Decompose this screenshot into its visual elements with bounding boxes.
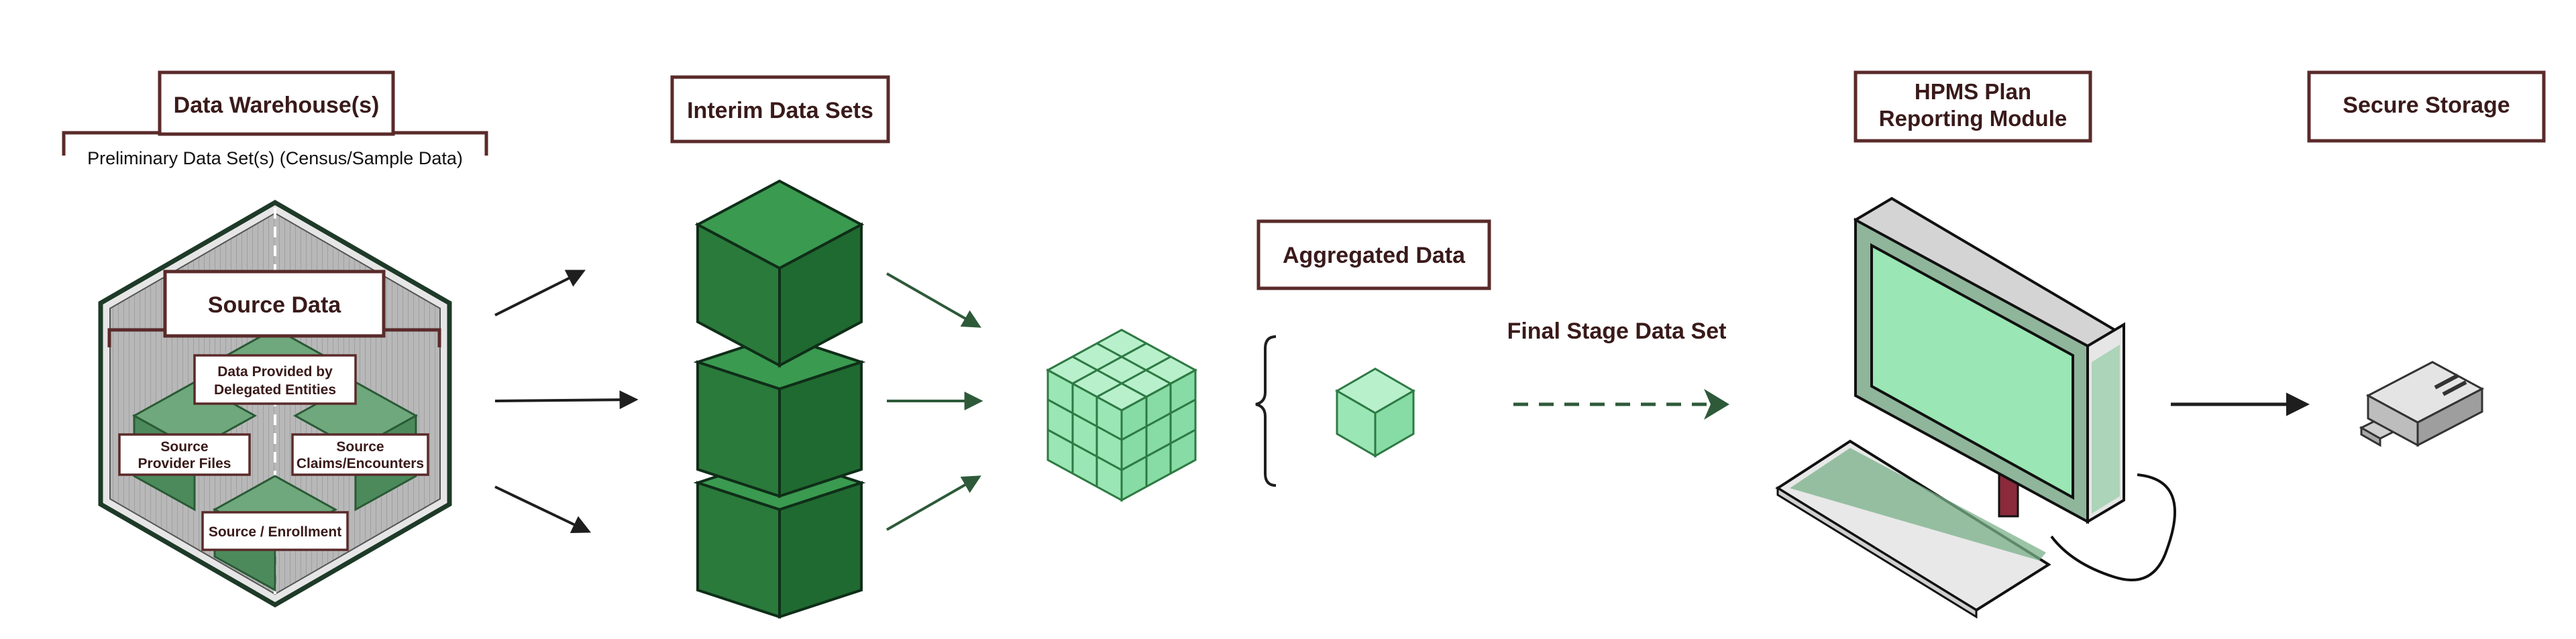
arrow-interim-bottom xyxy=(886,475,981,531)
secure-storage-group: Secure Storage xyxy=(2307,70,2546,447)
enrollment-label: Source / Enrollment xyxy=(209,524,341,540)
interim-data-sets-group: Interim Data Sets xyxy=(670,75,890,619)
secure-storage-box xyxy=(2307,70,2546,143)
final-stage-arrowhead xyxy=(1704,389,1729,420)
data-warehouse-group: Data Warehouse(s) Preliminary Data Set(s… xyxy=(62,70,488,608)
final-stage-label: Final Stage Data Set xyxy=(1507,318,1727,344)
aggregated-cube-stack xyxy=(1045,329,1198,502)
interim-cube-top xyxy=(694,179,865,368)
source-data-label: Source Data xyxy=(208,292,341,318)
enrollment-box xyxy=(201,511,349,551)
arrow-warehouse-bottom xyxy=(494,485,592,533)
preliminary-label: Preliminary Data Set(s) (Census/Sample D… xyxy=(87,148,463,168)
hpms-group: HPMS Plan Reporting Module xyxy=(1775,70,2177,619)
provider-files-box xyxy=(118,433,251,476)
delegated-label-line2: Delegated Entities xyxy=(214,382,336,398)
claims-label-line2: Claims/Encounters xyxy=(297,456,424,471)
aggregated-data-box xyxy=(1256,219,1491,290)
delegated-entities-box xyxy=(193,354,357,405)
interim-data-sets-box xyxy=(670,75,890,143)
arrow-warehouse-top xyxy=(494,270,586,316)
interim-data-sets-label: Interim Data Sets xyxy=(687,98,873,123)
aggregated-curly-brace xyxy=(1255,335,1277,487)
provider-label-line2: Provider Files xyxy=(138,456,231,471)
hpms-label-line2: Reporting Module xyxy=(1879,106,2067,131)
claims-encounters-box xyxy=(291,433,429,476)
hpms-label-line1: HPMS Plan xyxy=(1915,79,2031,104)
arrow-warehouse-middle xyxy=(494,390,639,410)
aggregated-data-group: Aggregated Data xyxy=(1255,219,1491,487)
monitor-icon xyxy=(1775,196,2177,619)
source-data-box xyxy=(163,270,386,338)
warehouse-arrows xyxy=(494,270,639,533)
claims-label-line1: Source xyxy=(336,439,384,455)
hpms-box xyxy=(1854,70,2092,143)
usb-drive-icon xyxy=(2359,361,2485,447)
delegated-label-line1: Data Provided by xyxy=(217,364,333,380)
aggregated-data-label: Aggregated Data xyxy=(1283,243,1466,268)
provider-label-line1: Source xyxy=(160,439,208,455)
data-warehouse-box xyxy=(158,70,395,136)
interim-cube-middle xyxy=(693,333,866,498)
aggregated-small-cube xyxy=(1335,367,1415,458)
interim-arrows xyxy=(886,272,983,531)
data-warehouse-label: Data Warehouse(s) xyxy=(174,93,380,118)
secure-storage-label: Secure Storage xyxy=(2343,93,2510,118)
arrow-interim-top xyxy=(886,272,981,328)
